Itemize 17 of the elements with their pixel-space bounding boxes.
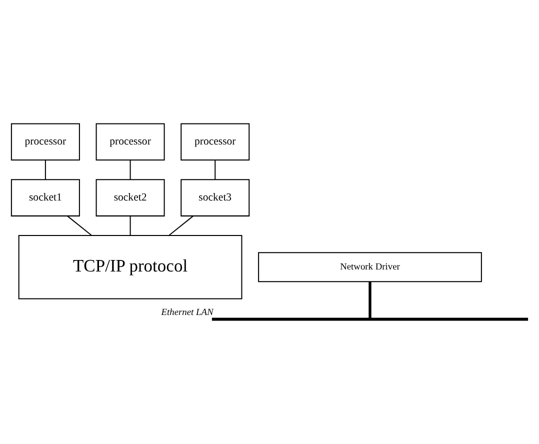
- node-bar: [212, 318, 528, 321]
- connector: [130, 160, 131, 180]
- connector: [44, 160, 46, 180]
- node-box: socket3: [180, 179, 250, 216]
- node-box: Network Driver: [258, 252, 482, 282]
- node-box: socket2: [96, 179, 165, 216]
- node-box: processor: [180, 123, 250, 161]
- connector: [368, 282, 372, 318]
- connector: [66, 216, 92, 236]
- node-box: processor: [96, 123, 165, 161]
- node-label: Ethernet LAN: [161, 308, 214, 318]
- node-box: TCP/IP protocol: [18, 234, 242, 300]
- node-box: processor: [10, 123, 80, 161]
- connector: [168, 216, 194, 236]
- node-box: socket1: [10, 179, 80, 216]
- connector: [130, 216, 131, 236]
- connector: [214, 160, 216, 180]
